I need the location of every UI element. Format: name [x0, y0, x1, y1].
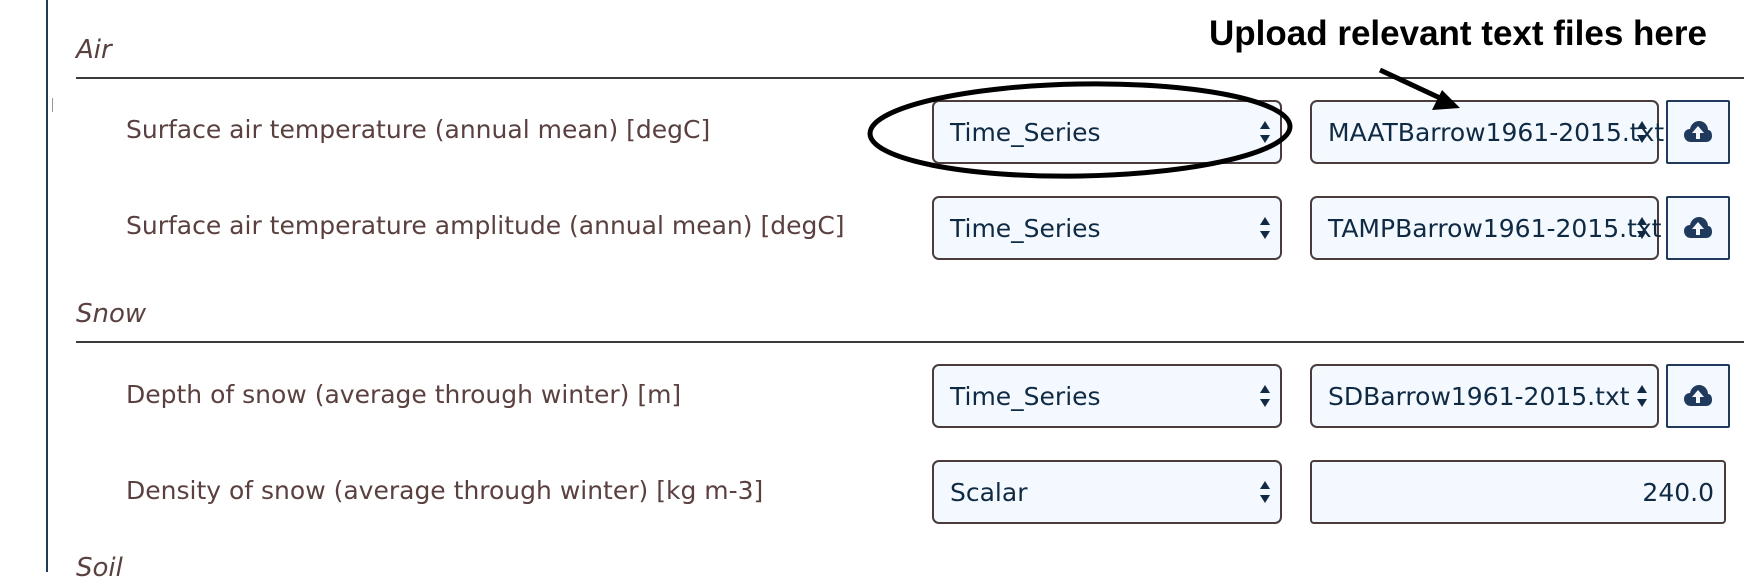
type-select-air-temperature-amplitude[interactable]: Time_Series — [932, 196, 1282, 260]
param-label-snow-density: Density of snow (average through winter)… — [126, 476, 764, 505]
panel-left-border — [46, 0, 48, 572]
file-select-air-temperature-amplitude[interactable]: TAMPBarrow1961-2015.txt — [1310, 196, 1662, 260]
upload-button-air-temperature-amplitude[interactable] — [1666, 196, 1730, 260]
type-select-snow-density[interactable]: Scalar — [932, 460, 1282, 524]
up-down-arrows-icon — [1260, 121, 1270, 143]
type-select-air-temperature[interactable]: Time_Series — [932, 100, 1282, 164]
cloud-upload-icon — [1684, 385, 1712, 406]
up-down-arrows-icon — [1260, 481, 1270, 503]
cloud-upload-icon — [1684, 217, 1712, 238]
section-title-snow: Snow — [76, 299, 147, 329]
up-down-arrows-icon — [1260, 385, 1270, 407]
annotation-label: Upload relevant text files here — [1209, 14, 1707, 53]
file-select-value: SDBarrow1961-2015.txt — [1328, 381, 1630, 411]
param-label-snow-depth: Depth of snow (average through winter) [… — [126, 380, 682, 409]
resize-tick — [52, 98, 53, 112]
type-select-value: Scalar — [950, 477, 1028, 507]
section-divider-air — [76, 77, 1744, 79]
type-select-value: Time_Series — [950, 117, 1101, 147]
up-down-arrows-icon — [1637, 385, 1647, 407]
section-title-air: Air — [76, 35, 112, 65]
file-select-snow-depth[interactable]: SDBarrow1961-2015.txt — [1310, 364, 1659, 428]
param-label-air-temperature: Surface air temperature (annual mean) [d… — [126, 115, 711, 144]
cloud-upload-icon — [1684, 121, 1712, 142]
up-down-arrows-icon — [1637, 121, 1647, 143]
file-select-value: TAMPBarrow1961-2015.txt — [1328, 213, 1662, 243]
type-select-value: Time_Series — [950, 213, 1101, 243]
param-label-air-temperature-amplitude: Surface air temperature amplitude (annua… — [126, 211, 845, 240]
upload-button-snow-depth[interactable] — [1666, 364, 1730, 428]
upload-button-air-temperature[interactable] — [1666, 100, 1730, 164]
up-down-arrows-icon — [1260, 217, 1270, 239]
file-select-air-temperature[interactable]: MAATBarrow1961-2015.txt — [1310, 100, 1664, 164]
section-title-soil-partial: Soil — [76, 553, 123, 583]
type-select-snow-depth[interactable]: Time_Series — [932, 364, 1282, 428]
up-down-arrows-icon — [1637, 217, 1647, 239]
section-divider-snow — [76, 341, 1744, 343]
value-input-snow-density[interactable]: 240.0 — [1310, 460, 1726, 524]
annotation-arrow-line — [1378, 67, 1442, 101]
file-select-value: MAATBarrow1961-2015.txt — [1328, 117, 1665, 147]
type-select-value: Time_Series — [950, 381, 1101, 411]
